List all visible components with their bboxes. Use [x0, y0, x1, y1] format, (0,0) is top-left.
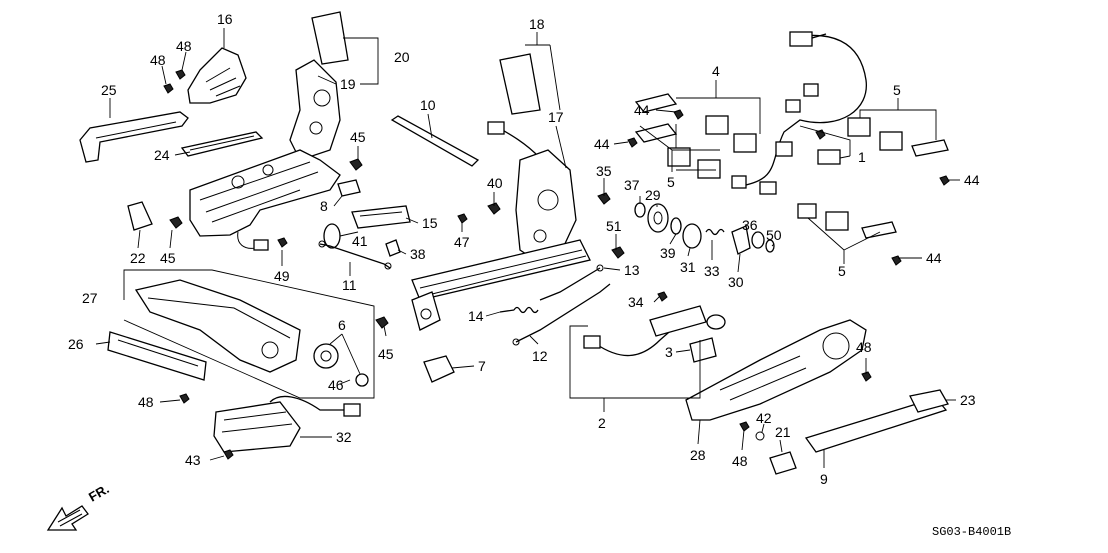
callout-9: 9 [820, 471, 828, 487]
callout-8: 8 [320, 198, 328, 214]
callout-5b: 5 [893, 82, 901, 98]
callout-48d: 48 [732, 453, 748, 469]
callout-7: 7 [478, 358, 486, 374]
callout-14: 14 [468, 308, 484, 324]
callout-25: 25 [101, 82, 117, 98]
callout-48b: 48 [150, 52, 166, 68]
callout-5a: 5 [667, 174, 675, 190]
callout-37: 37 [624, 177, 640, 193]
callout-31: 31 [680, 259, 696, 275]
callout-45b: 45 [160, 250, 176, 266]
callout-1: 1 [858, 149, 866, 165]
callout-28: 28 [690, 447, 706, 463]
direction-label: FR. [86, 481, 112, 504]
callout-10: 10 [420, 97, 436, 113]
callout-labels: 1 2 3 4 5 5 5 6 7 8 9 10 11 12 13 14 15 … [68, 11, 980, 487]
callout-42: 42 [756, 410, 772, 426]
callout-20: 20 [394, 49, 410, 65]
callout-15: 15 [422, 215, 438, 231]
leader-lines [95, 28, 960, 468]
callout-51: 51 [606, 218, 622, 234]
callout-44d: 44 [926, 250, 942, 266]
callout-18: 18 [529, 16, 545, 32]
callout-30: 30 [728, 274, 744, 290]
callout-40: 40 [487, 175, 503, 191]
callout-33: 33 [704, 263, 720, 279]
callout-12: 12 [532, 348, 548, 364]
callout-29: 29 [645, 187, 661, 203]
callout-27: 27 [82, 290, 98, 306]
callout-45c: 45 [378, 346, 394, 362]
front-arrow-icon [46, 505, 89, 531]
callout-50: 50 [766, 227, 782, 243]
diagram-code: SG03-B4001B [932, 525, 1011, 539]
callout-45a: 45 [350, 129, 366, 145]
callout-48e: 48 [856, 339, 872, 355]
callout-4: 4 [712, 63, 720, 79]
callout-38: 38 [410, 246, 426, 262]
callout-35: 35 [596, 163, 612, 179]
callout-32: 32 [336, 429, 352, 445]
callout-22: 22 [130, 250, 146, 266]
callout-11: 11 [342, 277, 357, 293]
callout-6: 6 [338, 317, 346, 333]
callout-34: 34 [628, 294, 644, 310]
callout-23: 23 [960, 392, 976, 408]
callout-44c: 44 [964, 172, 980, 188]
callout-24: 24 [154, 147, 170, 163]
callout-16: 16 [217, 11, 233, 27]
callout-13: 13 [624, 262, 640, 278]
callout-49: 49 [274, 268, 290, 284]
callout-41: 41 [352, 233, 368, 249]
callout-44a: 44 [634, 102, 650, 118]
callout-26: 26 [68, 336, 84, 352]
callout-19: 19 [340, 76, 356, 92]
part-drawings [79, 11, 950, 475]
callout-48c: 48 [138, 394, 154, 410]
callout-17: 17 [548, 109, 564, 125]
callout-48a: 48 [176, 38, 192, 54]
callout-39: 39 [660, 245, 676, 261]
callout-47: 47 [454, 234, 470, 250]
callout-5c: 5 [838, 263, 846, 279]
callout-46: 46 [328, 377, 344, 393]
callout-36: 36 [742, 217, 758, 233]
callout-44b: 44 [594, 136, 610, 152]
callout-43: 43 [185, 452, 201, 468]
callout-2: 2 [598, 415, 606, 431]
callout-21: 21 [775, 424, 791, 440]
callout-3: 3 [665, 344, 673, 360]
